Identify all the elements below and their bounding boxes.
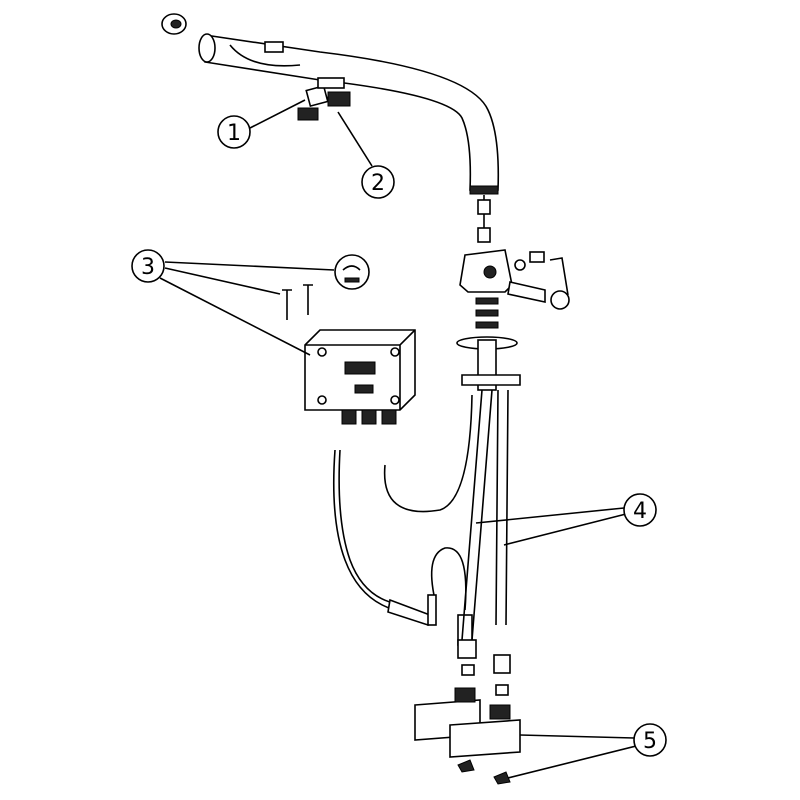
screws	[282, 284, 313, 320]
svg-text:5: 5	[643, 729, 657, 754]
callout-5: 5	[633, 723, 667, 757]
faucet-body	[456, 195, 521, 391]
side-lever	[507, 251, 570, 310]
leader-lines	[159, 99, 637, 779]
callout-1: 1	[217, 115, 251, 149]
callout-2: 2	[361, 165, 395, 199]
aerator-cap	[161, 13, 187, 35]
part-2-nozzle	[317, 77, 351, 107]
faucet-spout	[198, 33, 500, 195]
part-1-nozzle	[297, 84, 329, 121]
cables	[332, 394, 473, 646]
part-5-solenoid-valves	[414, 687, 521, 785]
sensor-badge	[334, 254, 370, 290]
svg-text:1: 1	[227, 121, 241, 146]
callout-4: 4	[623, 493, 657, 527]
callout-3: 3	[131, 249, 165, 283]
part-3-control-box	[304, 329, 416, 425]
svg-text:3: 3	[141, 255, 155, 280]
hoses	[457, 389, 511, 696]
svg-text:4: 4	[633, 499, 647, 524]
svg-text:2: 2	[371, 171, 385, 196]
